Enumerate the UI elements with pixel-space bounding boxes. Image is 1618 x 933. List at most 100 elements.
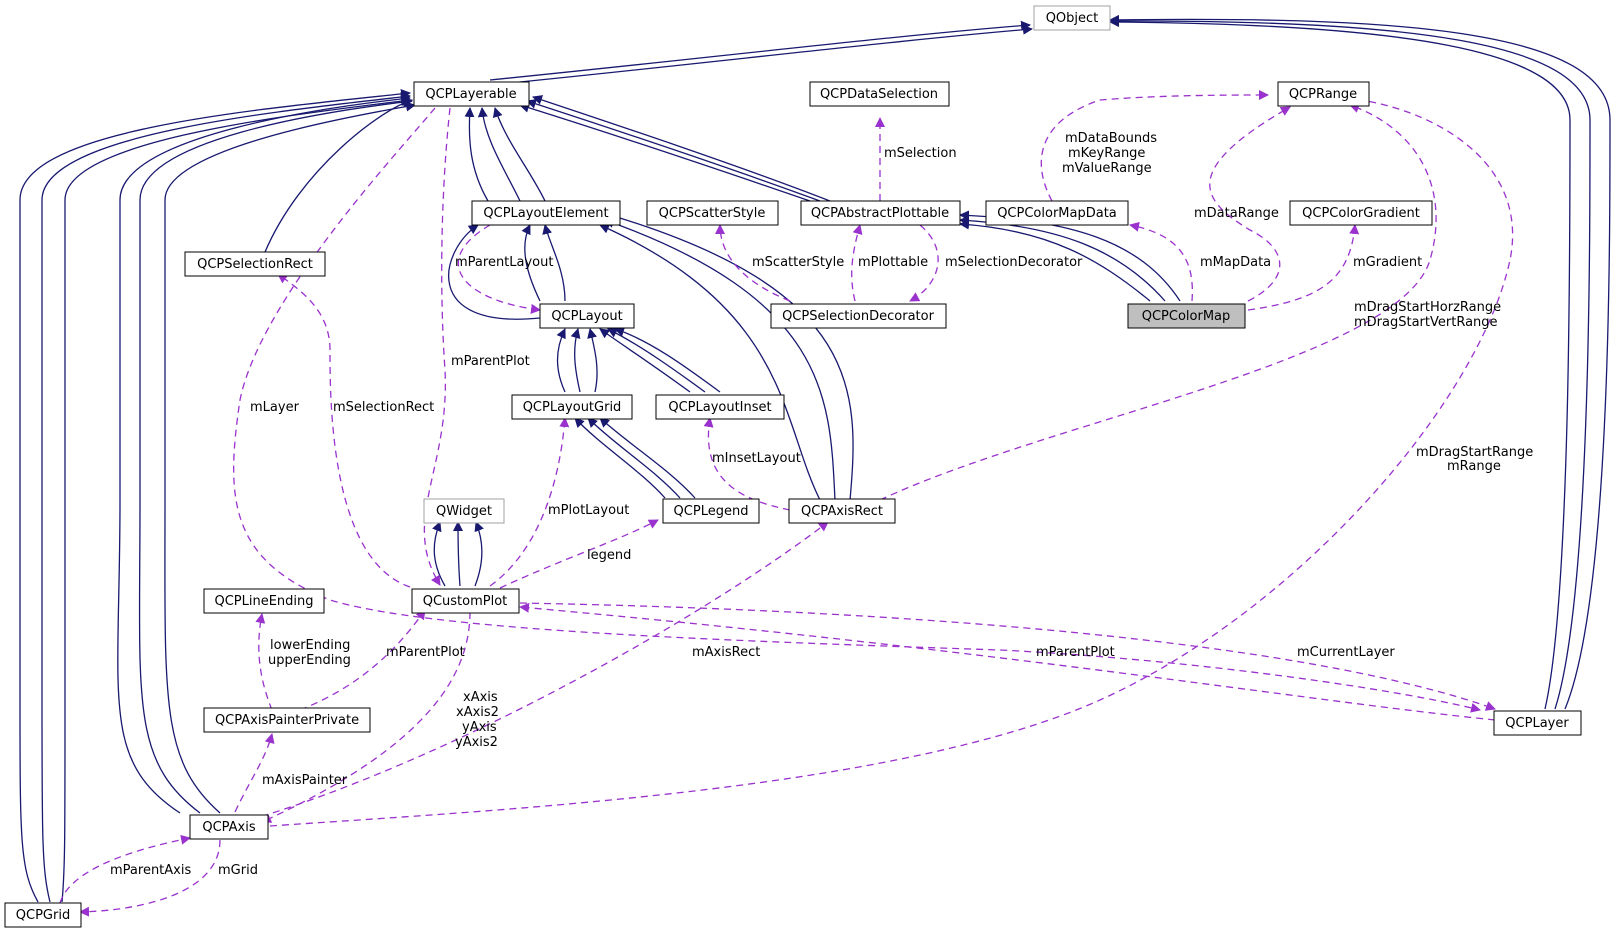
edge-mdragstarthorzrange bbox=[879, 103, 1437, 501]
node-qwidget[interactable]: QWidget bbox=[423, 498, 505, 524]
node-qcpselectionrect[interactable]: QCPSelectionRect bbox=[184, 251, 326, 277]
node-qcpaxispainterprivate-label: QCPAxisPainterPrivate bbox=[215, 713, 359, 728]
edge-qcpabstractplottable-qcplayerable-2 bbox=[526, 99, 821, 202]
node-qcpaxisrect[interactable]: QCPAxisRect bbox=[788, 498, 896, 524]
edge-qcplayout-qcplayoutelement bbox=[521, 224, 541, 302]
edge-qcplayoutgrid-qcplayout-3 bbox=[587, 328, 598, 393]
label-yaxis2: yAxis2 bbox=[455, 735, 498, 750]
node-qcplayout[interactable]: QCPLayout bbox=[539, 303, 635, 329]
label-mdatarange: mDataRange bbox=[1194, 206, 1279, 221]
edge-qcpgrid-qcplayerable bbox=[19, 88, 411, 903]
label-mparentplot-3: mParentPlot bbox=[1036, 645, 1115, 660]
label-mparentplot-2: mParentPlot bbox=[386, 645, 465, 660]
edge-maxisrect bbox=[249, 521, 829, 821]
node-qcplayoutinset-label: QCPLayoutInset bbox=[668, 400, 771, 415]
label-mdragstartrange: mDragStartRange bbox=[1416, 445, 1533, 460]
node-qcplayoutgrid[interactable]: QCPLayoutGrid bbox=[511, 394, 633, 420]
edge-qcpgrid-qcplayerable-3 bbox=[61, 96, 411, 903]
edge-mplottable bbox=[851, 224, 863, 302]
node-qcpcolorgradient-label: QCPColorGradient bbox=[1302, 206, 1420, 221]
label-mscatterstyle: mScatterStyle bbox=[752, 255, 844, 270]
edge-qcplayoutelement-qcplayerable-3 bbox=[492, 107, 546, 202]
label-mselectiondecorator: mSelectionDecorator bbox=[945, 255, 1083, 270]
edge-qcplayer-qobject-3 bbox=[1109, 14, 1611, 710]
edge-qcpgrid-qcplayerable-2 bbox=[41, 92, 411, 903]
node-qcplayoutelement[interactable]: QCPLayoutElement bbox=[471, 200, 621, 226]
node-qcpscatterstyle[interactable]: QCPScatterStyle bbox=[646, 200, 779, 226]
label-maxispainter: mAxisPainter bbox=[262, 773, 348, 788]
edge-qcplayer-qobject-2 bbox=[1109, 15, 1591, 710]
label-mkeyrange: mKeyRange bbox=[1068, 146, 1145, 161]
edge-qcplayout-qcplayoutelement-2 bbox=[542, 224, 566, 302]
node-qcpaxis[interactable]: QCPAxis bbox=[189, 814, 269, 840]
node-qcpscatterstyle-label: QCPScatterStyle bbox=[659, 206, 766, 221]
node-qcplegend[interactable]: QCPLegend bbox=[662, 498, 760, 524]
node-qcplayer[interactable]: QCPLayer bbox=[1493, 710, 1582, 736]
edge-qcpselectionrect-qcplayerable bbox=[264, 97, 413, 253]
label-mselectionrect: mSelectionRect bbox=[333, 400, 434, 415]
edge-qcplayoutgrid-qcplayout-2 bbox=[570, 328, 581, 393]
edge-mparentplot bbox=[423, 107, 451, 586]
edge-mdatarange bbox=[1209, 106, 1291, 302]
node-qcplayoutinset[interactable]: QCPLayoutInset bbox=[655, 394, 785, 420]
label-maxisrect: mAxisRect bbox=[692, 645, 760, 660]
edge-qcpabstractplottable-qcplayerable bbox=[519, 102, 811, 202]
edge-mcurrentlayer bbox=[519, 602, 1496, 711]
edge-qcplayerable-qobject-2 bbox=[499, 24, 1033, 85]
node-qcpdataselection[interactable]: QCPDataSelection bbox=[809, 81, 950, 107]
label-mparentplot: mParentPlot bbox=[451, 354, 530, 369]
label-upperending: upperEnding bbox=[268, 653, 351, 668]
node-qcpcustomplot[interactable]: QCustomPlot bbox=[411, 588, 520, 614]
label-mdragstarthorzrange: mDragStartHorzRange bbox=[1354, 300, 1501, 315]
label-mplottable: mPlottable bbox=[858, 255, 928, 270]
label-mparentaxis: mParentAxis bbox=[110, 863, 191, 878]
node-qcplineending[interactable]: QCPLineEnding bbox=[203, 588, 325, 614]
node-qcplayerable-label: QCPLayerable bbox=[425, 87, 516, 102]
edge-mselectionrect bbox=[277, 273, 411, 588]
node-qcpcolorgradient[interactable]: QCPColorGradient bbox=[1289, 200, 1433, 226]
node-qcpselectionrect-label: QCPSelectionRect bbox=[197, 257, 313, 272]
label-mrange: mRange bbox=[1447, 459, 1501, 474]
node-qcplayer-label: QCPLayer bbox=[1505, 716, 1569, 731]
label-mlayer: mLayer bbox=[250, 400, 300, 415]
label-mselection: mSelection bbox=[884, 146, 957, 161]
node-qcprange-label: QCPRange bbox=[1289, 87, 1357, 102]
node-qcpcolormap[interactable]: QCPColorMap bbox=[1127, 303, 1246, 329]
edge-qcustomplot-qwidget-3 bbox=[474, 521, 484, 587]
edge-mparentplot-2 bbox=[299, 609, 426, 711]
edge-mlayer bbox=[233, 107, 1481, 713]
edge-qcplayoutelement-qcplayerable bbox=[464, 107, 489, 202]
node-qcprange[interactable]: QCPRange bbox=[1277, 81, 1370, 107]
edge-qcplegend-qcplayoutgrid-3 bbox=[599, 417, 696, 499]
label-legend: legend bbox=[587, 548, 631, 563]
node-qcpabstractplottable[interactable]: QCPAbstractPlottable bbox=[800, 200, 961, 226]
collaboration-edges bbox=[59, 90, 1513, 917]
node-qcpselectiondecorator[interactable]: QCPSelectionDecorator bbox=[770, 303, 947, 329]
edge-xaxis bbox=[261, 611, 471, 823]
edge-qcplayoutgrid-qcplayout bbox=[556, 328, 566, 393]
node-qcpaxispainterprivate[interactable]: QCPAxisPainterPrivate bbox=[203, 707, 371, 733]
edge-qcpaxis-qcplayerable-2 bbox=[138, 97, 413, 814]
edge-qcpabstractplottable-qcplayerable-3 bbox=[532, 95, 831, 202]
label-mmapdata: mMapData bbox=[1200, 255, 1271, 270]
edge-qcplayout-qcplayoutelement-3 bbox=[448, 224, 541, 320]
node-qcpcolormapdata[interactable]: QCPColorMapData bbox=[985, 200, 1129, 226]
edge-mparentplot-3 bbox=[519, 602, 1496, 721]
node-qcpcolormapdata-label: QCPColorMapData bbox=[997, 206, 1117, 221]
node-qcpgrid[interactable]: QCPGrid bbox=[4, 902, 82, 928]
node-qcplayerable[interactable]: QCPLayerable bbox=[413, 81, 530, 107]
label-mparentlayout: mParentLayout bbox=[455, 255, 553, 270]
node-qcplayout-label: QCPLayout bbox=[551, 309, 622, 324]
nodes: QObject QCPLayerable QCPDataSelection QC… bbox=[4, 5, 1582, 928]
edge-qcpaxisrect-qcplayoutelement-2 bbox=[604, 218, 836, 501]
edge-mscatterstyle bbox=[715, 224, 791, 302]
edge-maxispainter bbox=[234, 733, 275, 813]
edge-qcpaxisrect-qcplayoutelement-3 bbox=[609, 212, 854, 501]
node-qcpselectiondecorator-label: QCPSelectionDecorator bbox=[782, 309, 935, 324]
edge-mdragstartrange bbox=[269, 96, 1513, 827]
node-qcpaxisrect-label: QCPAxisRect bbox=[801, 504, 883, 519]
label-mplotlayout: mPlotLayout bbox=[548, 503, 629, 518]
node-qobject[interactable]: QObject bbox=[1033, 5, 1111, 31]
edge-qcpaxisrect-qcplayoutelement bbox=[599, 224, 821, 501]
edge-qcplayoutinset-qcplayout-2 bbox=[607, 328, 706, 393]
